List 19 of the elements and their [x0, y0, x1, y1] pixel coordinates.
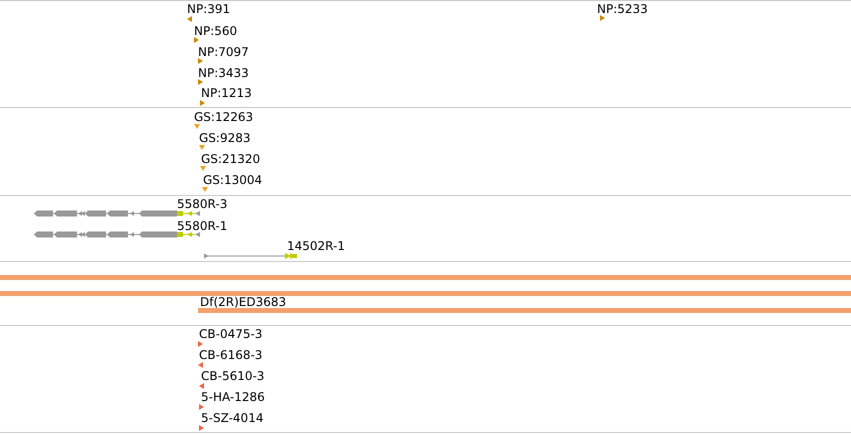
feature-label: 5580R-3 [177, 196, 228, 210]
feature-label: NP:7097 [198, 44, 249, 58]
feature-label: GS:13004 [203, 172, 262, 186]
feature-label: NP:3433 [198, 66, 249, 80]
feature-label: NP:1213 [201, 86, 252, 100]
feature-label: CB-6168-3 [199, 348, 262, 362]
feature-label: 5-SZ-4014 [201, 410, 264, 424]
feature-label: NP:391 [187, 2, 230, 16]
feature-label: CB-0475-3 [199, 326, 262, 340]
feature-label: Df(2R)ED3683 [200, 294, 286, 308]
feature-label: 14502R-1 [287, 238, 345, 252]
feature-label: 5580R-1 [177, 218, 228, 232]
feature-label: NP:560 [194, 24, 238, 38]
feature-label: 5-HA-1286 [201, 390, 265, 404]
feature-label: GS:21320 [201, 152, 260, 166]
feature-label: GS:9283 [199, 130, 250, 144]
feature-label: NP:5233 [597, 2, 648, 16]
feature-label: CB-5610-3 [201, 368, 264, 382]
feature-label: GS:12263 [194, 110, 254, 124]
